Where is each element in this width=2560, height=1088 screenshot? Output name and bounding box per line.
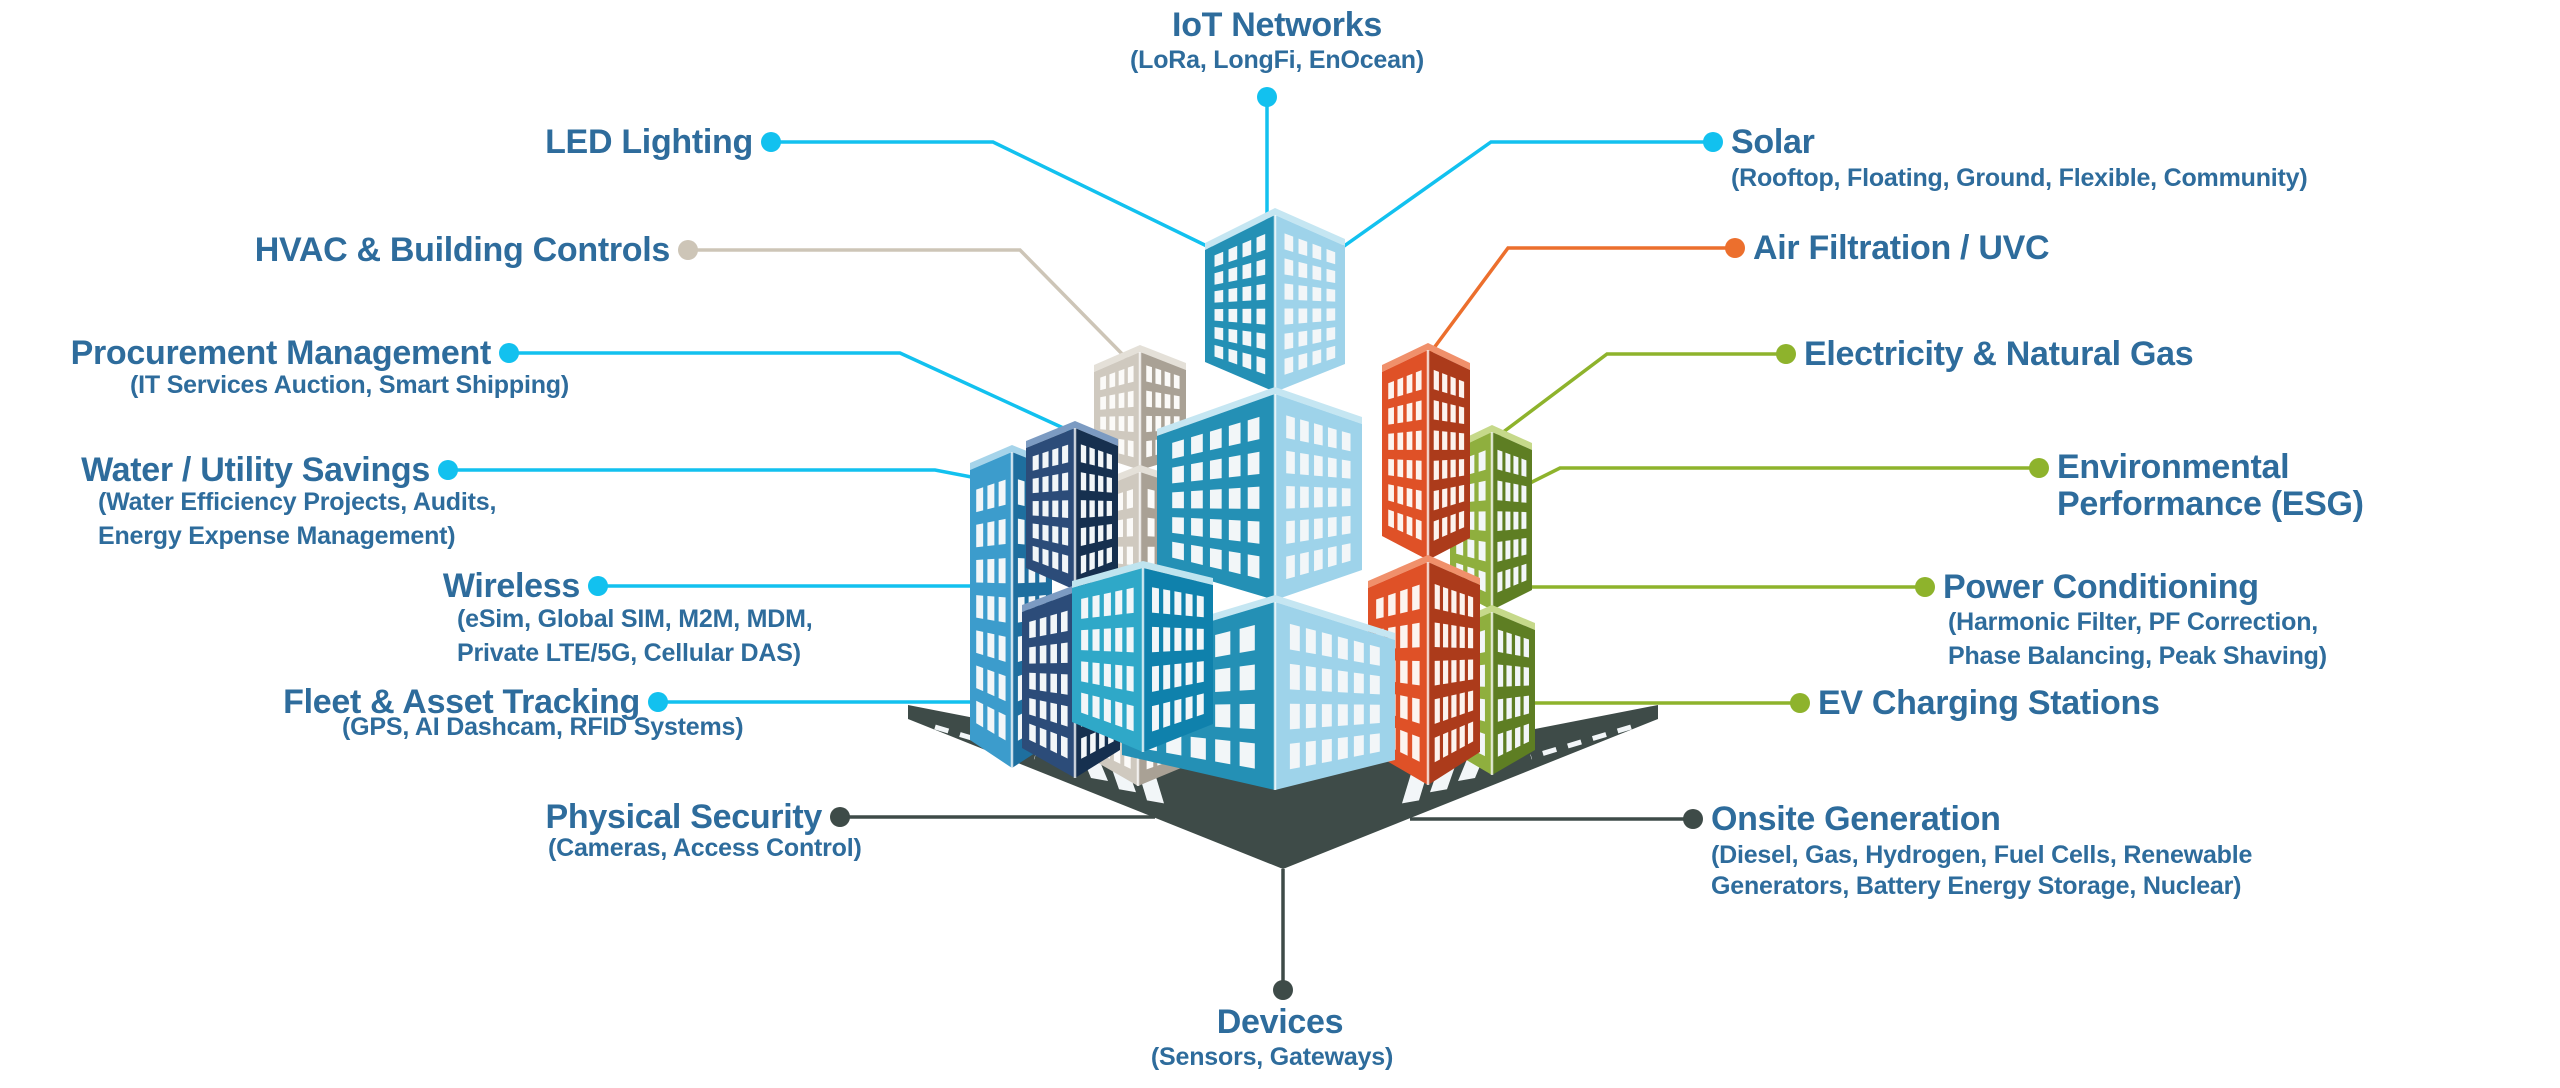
label-water-sub: (Water Efficiency Projects, Audits, Ener… — [98, 488, 497, 550]
connector-dot-water — [438, 460, 458, 480]
label-fleet-sub: (GPS, AI Dashcam, RFID Systems) — [342, 713, 744, 741]
connector-dot-air-filtration — [1725, 238, 1745, 258]
label-electricity-title: Electricity & Natural Gas — [1804, 335, 2194, 373]
label-wireless-sub: (eSim, Global SIM, M2M, MDM, Private LTE… — [457, 605, 813, 667]
label-led-lighting-title: LED Lighting — [545, 123, 753, 161]
label-devices-title: Devices — [1216, 1003, 1344, 1041]
building-red — [1368, 343, 1480, 785]
leader-lines — [438, 87, 2049, 1000]
connector-dot-wireless — [588, 576, 608, 596]
building-front — [1072, 561, 1213, 752]
leader-line-hvac — [688, 248, 1132, 364]
label-devices-sub: (Sensors, Gateways) — [1150, 1043, 1394, 1071]
leader-line-water — [448, 468, 1009, 486]
connector-dot-onsite-generation — [1683, 809, 1703, 829]
label-solar-title: Solar — [1731, 123, 1815, 161]
label-iot-networks-sub: (LoRa, LongFi, EnOcean) — [1129, 46, 1425, 74]
connector-dot-procurement — [499, 343, 519, 363]
label-power-conditioning-sub: (Harmonic Filter, PF Correction, Phase B… — [1948, 608, 2327, 670]
label-physical-security-sub: (Cameras, Access Control) — [548, 834, 862, 862]
label-fleet-title: Fleet & Asset Tracking — [283, 683, 640, 721]
connector-dot-electricity — [1776, 344, 1796, 364]
connector-dot-ev-charging — [1790, 693, 1810, 713]
connector-dot-hvac — [678, 240, 698, 260]
leader-line-electricity — [1488, 352, 1786, 444]
label-onsite-generation-sub: (Diesel, Gas, Hydrogen, Fuel Cells, Rene… — [1711, 841, 2253, 900]
leader-line-led-lighting — [771, 140, 1216, 252]
label-procurement-title: Procurement Management — [70, 334, 492, 372]
label-onsite-generation-title: Onsite Generation — [1711, 800, 2001, 838]
label-procurement-sub: (IT Services Auction, Smart Shipping) — [130, 371, 569, 399]
connector-dot-solar — [1703, 132, 1723, 152]
label-water-title: Water / Utility Savings — [81, 451, 430, 489]
label-air-filtration-title: Air Filtration / UVC — [1753, 229, 2050, 267]
leader-line-environmental — [1523, 466, 2039, 488]
label-iot-networks-title: IoT Networks — [1172, 6, 1382, 44]
connector-dot-environmental — [2029, 458, 2049, 478]
connector-dot-devices — [1273, 980, 1293, 1000]
connector-dot-power-conditioning — [1915, 577, 1935, 597]
city-illustration — [908, 208, 1658, 869]
connector-dot-fleet — [648, 692, 668, 712]
leader-line-air-filtration — [1426, 246, 1735, 358]
label-hvac-title: HVAC & Building Controls — [254, 231, 671, 269]
connector-dot-led — [761, 132, 781, 152]
label-power-conditioning-title: Power Conditioning — [1943, 568, 2259, 606]
label-ev-charging-title: EV Charging Stations — [1818, 684, 2160, 722]
leader-line-solar — [1328, 140, 1713, 258]
label-wireless-title: Wireless — [442, 567, 580, 605]
label-solar-sub: (Rooftop, Floating, Ground, Flexible, Co… — [1731, 164, 2308, 192]
label-physical-security-title: Physical Security — [545, 798, 823, 836]
label-environmental-title: Environmental Performance (ESG) — [2057, 448, 2364, 523]
connector-dot-iot — [1257, 87, 1277, 107]
leader-line-procurement — [509, 351, 1073, 434]
connector-dot-physical-security — [830, 807, 850, 827]
